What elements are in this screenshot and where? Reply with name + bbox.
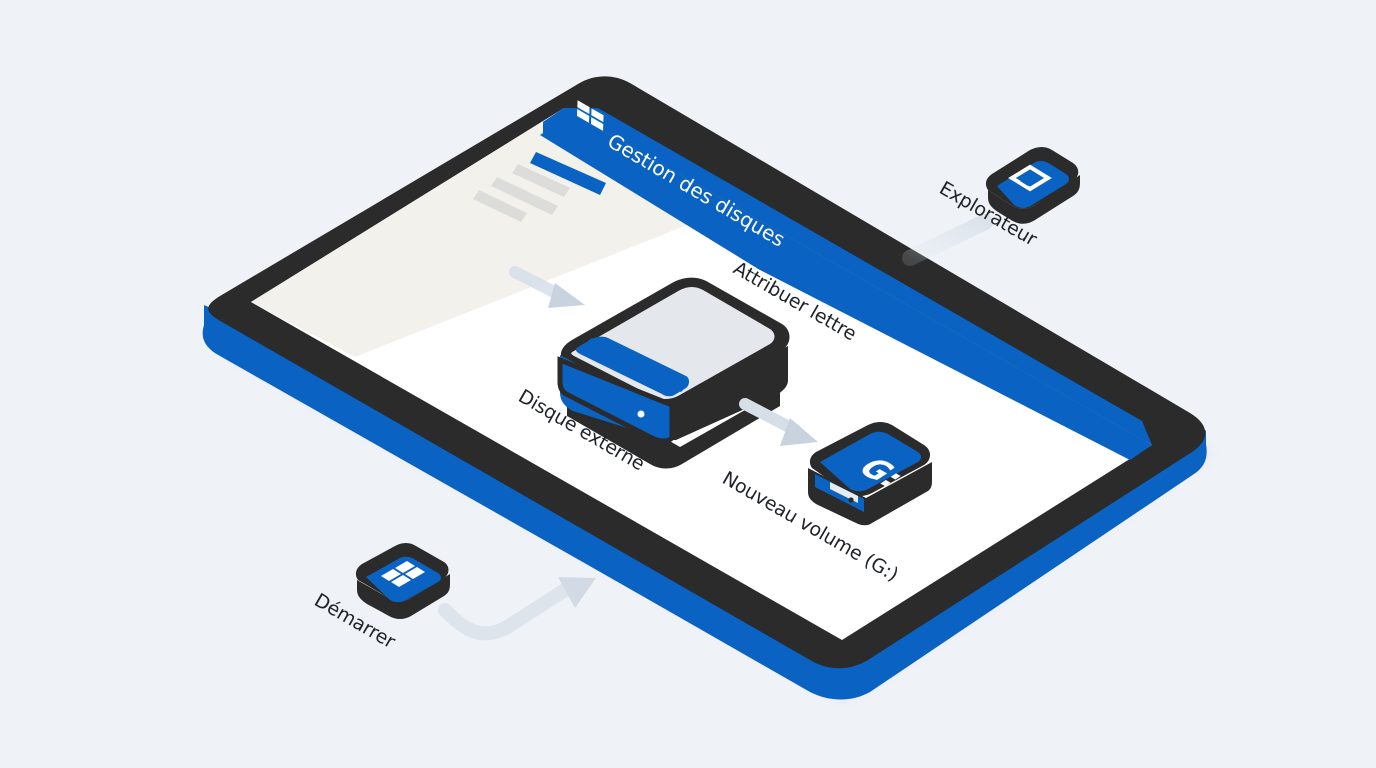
sidebar-item[interactable] xyxy=(512,164,570,197)
arrow-icon xyxy=(509,266,585,308)
sidebar-item-selected[interactable] xyxy=(530,152,606,195)
folder-icon xyxy=(1008,164,1052,192)
external-drive-icon[interactable] xyxy=(557,277,790,469)
windows-logo-icon xyxy=(577,100,604,131)
drive-volume-icon[interactable]: G: xyxy=(808,422,932,526)
connector-trail xyxy=(438,583,572,641)
connector-trail xyxy=(902,214,993,266)
windows-logo-icon xyxy=(381,561,425,587)
start-shortcut[interactable]: Démarrer xyxy=(311,543,597,653)
sidebar-item[interactable] xyxy=(473,190,527,222)
sidebar-items xyxy=(473,152,606,222)
sidebar-item[interactable] xyxy=(491,177,558,215)
arrow-icon xyxy=(739,398,818,446)
explorer-shortcut[interactable]: Explorateur xyxy=(902,147,1080,266)
